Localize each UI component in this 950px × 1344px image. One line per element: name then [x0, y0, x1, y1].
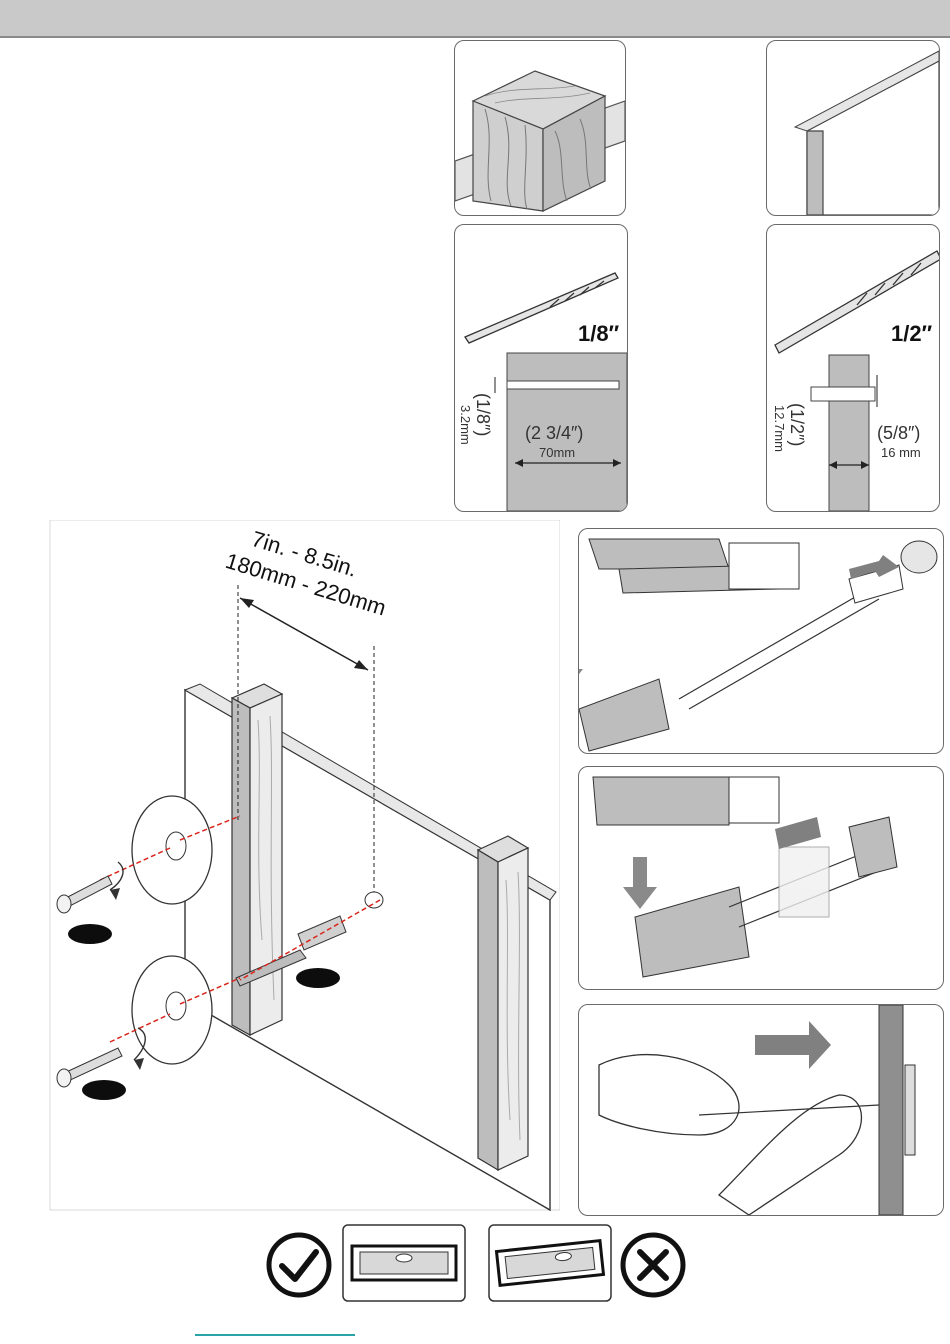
hole-depth-large-mm: 16 mm [881, 445, 921, 460]
drywall-panel [766, 40, 940, 216]
wood-stud-illustration [455, 41, 625, 215]
header-bar [0, 0, 950, 38]
hand-tightening-illustration [579, 1005, 943, 1215]
level-tilted-icon [488, 1224, 612, 1302]
step-badge-2 [296, 968, 340, 988]
drill-panel-small: 1/8″ (1/8″) 3.2mm (2 3/4″) 70mm [454, 224, 628, 512]
hole-diameter-large-mm: 12.7mm [772, 405, 787, 452]
drill-panel-large: 1/2″ (1/2″) 12.7mm (5/8″) 16 mm [766, 224, 940, 512]
cross-icon [620, 1232, 686, 1298]
footer-link-underline[interactable] [195, 1334, 355, 1336]
drywall-illustration [767, 41, 939, 215]
level-correct-icon [342, 1224, 466, 1302]
step-badge-3 [82, 1080, 126, 1100]
hole-depth-small: (2 3/4″) [525, 423, 583, 444]
anchor-insertion-illustration [579, 529, 943, 753]
drill-hole-small-illustration [455, 225, 627, 511]
hand-tightening-panel [578, 1004, 944, 1216]
hole-diameter-small-mm: 3.2mm [458, 405, 473, 445]
right-stud [478, 836, 528, 1170]
drill-size-small: 1/8″ [578, 321, 619, 347]
hole-depth-small-mm: 70mm [539, 445, 575, 460]
step-badge-1 [68, 924, 112, 944]
arrow-down-icon [578, 639, 589, 699]
hole-depth-large: (5/8″) [877, 423, 920, 444]
cap-assembly-panel [578, 766, 944, 990]
washer-bottom [132, 956, 212, 1064]
checkmark-icon [266, 1232, 332, 1298]
hole-diameter-large: (1/2″) [786, 403, 807, 446]
anchor-insertion-panel [578, 528, 944, 754]
drill-hole-large-illustration [767, 225, 939, 511]
screw-top-icon [57, 862, 123, 913]
screw-bottom-icon [57, 1028, 145, 1087]
mounting-assembly-illustration [0, 520, 560, 1220]
arrow-down-icon-2 [623, 857, 663, 917]
drill-size-large: 1/2″ [891, 321, 932, 347]
washer-top [132, 796, 212, 904]
hole-diameter-small: (1/8″) [472, 393, 493, 436]
wood-wall-panel [454, 40, 626, 216]
